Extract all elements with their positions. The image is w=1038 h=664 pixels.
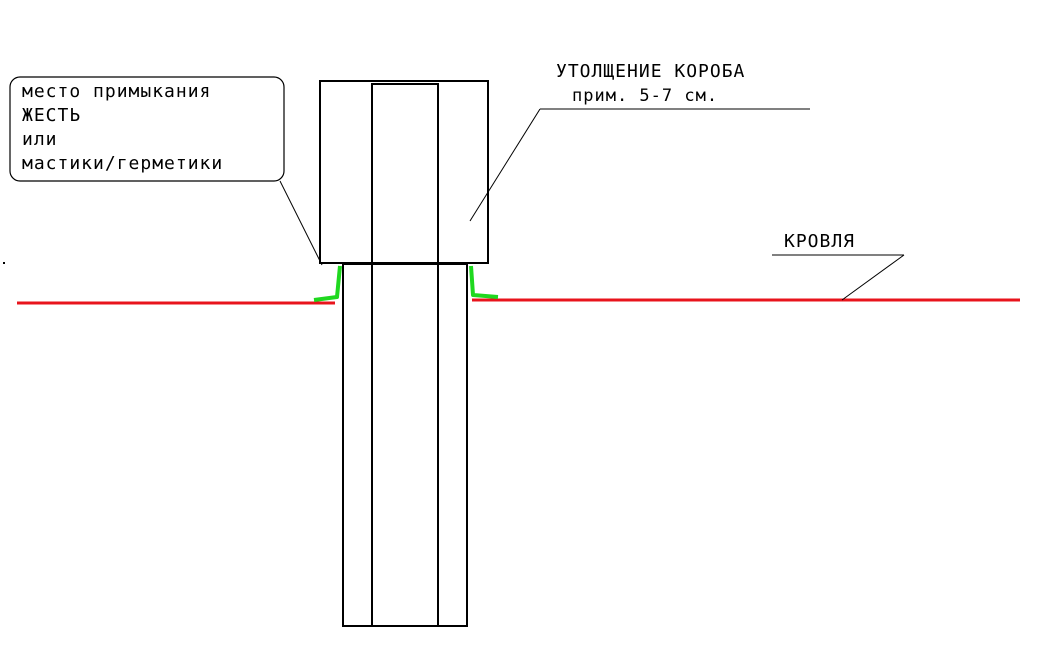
callout-line-4: мастики/герметики <box>22 153 223 174</box>
callout-leader <box>279 180 323 266</box>
callout-line-1: место примыкания <box>22 81 211 102</box>
pipe-lower-box <box>342 263 468 627</box>
thickening-label-line-1: УТОЛЩЕНИЕ КОРОБА <box>556 61 745 82</box>
box-thickening <box>319 80 489 264</box>
thickening-leader <box>469 108 541 222</box>
roof-label: КРОВЛЯ <box>784 231 855 252</box>
thickening-label-line-2: прим. 5-7 см. <box>572 86 718 106</box>
flashing-right <box>469 265 499 299</box>
flashing-left <box>313 265 342 302</box>
callout-line-3: или <box>22 129 58 150</box>
stray-dot <box>3 262 5 264</box>
callout-box <box>9 76 285 182</box>
roof-leader <box>841 254 905 301</box>
callout-line-2: ЖЕСТЬ <box>22 105 81 126</box>
